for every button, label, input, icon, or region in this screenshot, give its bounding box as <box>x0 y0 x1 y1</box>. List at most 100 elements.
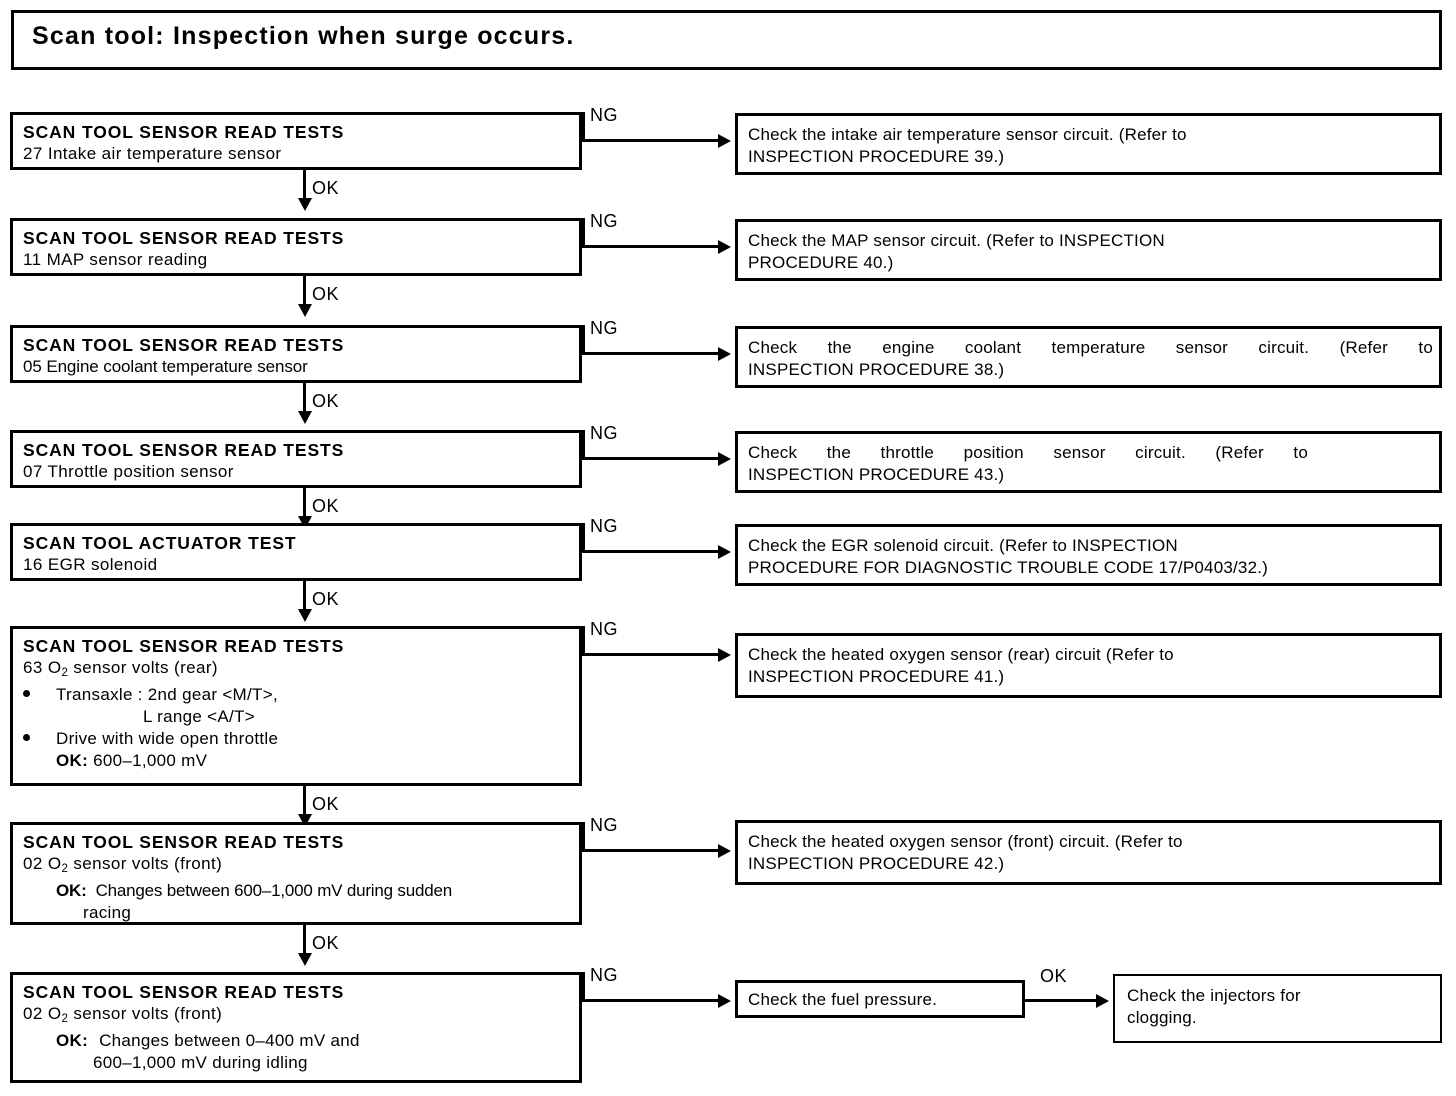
step-7-sub-subscript: 2 <box>61 863 69 875</box>
ng-label-7: NG <box>590 815 618 835</box>
ng-connector-line-5 <box>582 550 720 553</box>
step-6-sub-subscript: 2 <box>61 667 69 679</box>
step-6-sub-prefix: 63 O <box>23 658 62 677</box>
ok-label-5: OK <box>312 589 340 609</box>
ng-arrowhead-5 <box>718 545 731 559</box>
ng-connector-stub-1 <box>582 112 585 141</box>
step-6-bullet-2-text: Drive with wide open throttle <box>56 729 279 748</box>
result-3-line-1: Check the engine coolant temperature sen… <box>748 338 1433 357</box>
result-2-text: Check the MAP sensor circuit. (Refer to … <box>748 230 1433 274</box>
result-6-text: Check the heated oxygen sensor (rear) ci… <box>748 644 1433 688</box>
ng-connector-stub-2 <box>582 218 585 247</box>
ok-connector-4 <box>303 488 306 520</box>
ng-label-3: NG <box>590 318 618 338</box>
ng-label-1: NG <box>590 105 618 125</box>
result-box-4[interactable]: Check the throttle position sensor circu… <box>735 431 1442 493</box>
result-5-line-2: PROCEDURE FOR DIAGNOSTIC TROUBLE CODE 17… <box>748 558 1269 577</box>
ng-label-6: NG <box>590 619 618 639</box>
step-2-sub: 11 MAP sensor reading <box>23 250 208 269</box>
step-8-ok-row: OK: Changes between 0–400 mV and <box>23 1030 575 1052</box>
ng-connector-line-2 <box>582 245 720 248</box>
ng-label-5: NG <box>590 516 618 536</box>
step-8-ok-prefix: OK: <box>56 1031 89 1050</box>
ng-label-4: NG <box>590 423 618 443</box>
ng-connector-stub-3 <box>582 325 585 354</box>
result-1-text: Check the intake air temperature sensor … <box>748 124 1433 168</box>
step-box-2[interactable]: SCAN TOOL SENSOR READ TESTS 11 MAP senso… <box>10 218 582 276</box>
ok-arrowhead-3 <box>298 411 312 424</box>
ng-arrowhead-8 <box>718 994 731 1008</box>
ok-label-1: OK <box>312 178 340 198</box>
ok-arrowhead-1 <box>298 198 312 211</box>
step-box-8[interactable]: SCAN TOOL SENSOR READ TESTS 02 O2 sensor… <box>10 972 582 1083</box>
step-box-6[interactable]: SCAN TOOL SENSOR READ TESTS 63 O2 sensor… <box>10 626 582 786</box>
ng-connector-stub-6 <box>582 626 585 655</box>
result-5-text: Check the EGR solenoid circuit. (Refer t… <box>748 535 1433 579</box>
result-1-line-1: Check the intake air temperature sensor … <box>748 125 1187 144</box>
result-box-2[interactable]: Check the MAP sensor circuit. (Refer to … <box>735 219 1442 281</box>
step-box-3[interactable]: SCAN TOOL SENSOR READ TESTS 05 Engine co… <box>10 325 582 383</box>
ng-arrowhead-4 <box>718 452 731 466</box>
ng-arrowhead-2 <box>718 240 731 254</box>
ng-connector-stub-8 <box>582 972 585 1001</box>
fuel-pressure-box[interactable]: Check the fuel pressure. <box>735 980 1025 1018</box>
result-6-line-1: Check the heated oxygen sensor (rear) ci… <box>748 645 1174 664</box>
result-6-line-2: INSPECTION PROCEDURE 41.) <box>748 667 1005 686</box>
injectors-line-1: Check the injectors for <box>1127 986 1301 1005</box>
result-3-line-2: INSPECTION PROCEDURE 38.) <box>748 360 1005 379</box>
step-7-sub-suffix: sensor volts (front) <box>68 854 223 873</box>
bullet-dot-icon <box>23 690 30 697</box>
step-8-heading: SCAN TOOL SENSOR READ TESTS <box>23 982 345 1002</box>
title-box: Scan tool: Inspection when surge occurs. <box>11 10 1442 70</box>
result-box-7[interactable]: Check the heated oxygen sensor (front) c… <box>735 820 1442 885</box>
step-box-4[interactable]: SCAN TOOL SENSOR READ TESTS 07 Throttle … <box>10 430 582 488</box>
step-box-7[interactable]: SCAN TOOL SENSOR READ TESTS 02 O2 sensor… <box>10 822 582 925</box>
page-title: Scan tool: Inspection when surge occurs. <box>32 22 575 50</box>
ok-connector-5 <box>303 581 306 613</box>
step-5-sub: 16 EGR solenoid <box>23 555 158 574</box>
result-4-line-1: Check the throttle position sensor circu… <box>748 443 1308 462</box>
result-box-3[interactable]: Check the engine coolant temperature sen… <box>735 326 1442 388</box>
ok-label-terminal: OK <box>1040 966 1068 986</box>
step-box-5[interactable]: SCAN TOOL ACTUATOR TEST 16 EGR solenoid <box>10 523 582 581</box>
ng-connector-line-6 <box>582 653 720 656</box>
ng-connector-stub-5 <box>582 523 585 552</box>
step-7-ok-prefix: OK: <box>56 881 87 900</box>
ok-connector-7 <box>303 925 306 957</box>
step-box-1[interactable]: SCAN TOOL SENSOR READ TESTS 27 Intake ai… <box>10 112 582 170</box>
result-box-5[interactable]: Check the EGR solenoid circuit. (Refer t… <box>735 524 1442 586</box>
ok-label-2: OK <box>312 284 340 304</box>
ok-arrowhead-7 <box>298 953 312 966</box>
result-1-line-2: INSPECTION PROCEDURE 39.) <box>748 147 1005 166</box>
ng-connector-line-7 <box>582 849 720 852</box>
ok-connector-6 <box>303 786 306 818</box>
ng-label-2: NG <box>590 211 618 231</box>
step-7-sub: 02 O2 sensor volts (front) <box>23 853 575 880</box>
step-8-ok-line-1: Changes between 0–400 mV and <box>99 1031 360 1050</box>
ng-connector-stub-7 <box>582 822 585 851</box>
step-1-sub: 27 Intake air temperature sensor <box>23 144 282 163</box>
result-box-1[interactable]: Check the intake air temperature sensor … <box>735 113 1442 175</box>
fuel-pressure-text: Check the fuel pressure. <box>748 990 938 1009</box>
ok-arrowhead-5 <box>298 609 312 622</box>
ng-arrowhead-1 <box>718 134 731 148</box>
step-6-heading: SCAN TOOL SENSOR READ TESTS <box>23 636 345 656</box>
step-8-sub-prefix: 02 O <box>23 1004 62 1023</box>
result-7-line-2: INSPECTION PROCEDURE 42.) <box>748 854 1005 873</box>
step-6-bullet-1-text: Transaxle : 2nd gear <M/T>, <box>56 685 278 704</box>
ok-connector-1 <box>303 170 306 202</box>
ng-connector-line-1 <box>582 139 720 142</box>
ng-connector-line-3 <box>582 352 720 355</box>
step-7-ok-line-1: Changes between 600–1,000 mV during sudd… <box>95 881 453 900</box>
step-7-heading: SCAN TOOL SENSOR READ TESTS <box>23 832 345 852</box>
step-3-sub: 05 Engine coolant temperature sensor <box>23 357 308 376</box>
bullet-dot-icon <box>23 734 30 741</box>
injectors-box[interactable]: Check the injectors for clogging. <box>1113 974 1442 1043</box>
step-7-sub-prefix: 02 O <box>23 854 62 873</box>
result-box-6[interactable]: Check the heated oxygen sensor (rear) ci… <box>735 633 1442 698</box>
ok-connector-terminal <box>1025 999 1097 1002</box>
ng-arrowhead-3 <box>718 347 731 361</box>
step-6-ok-row: OK: 600–1,000 mV <box>23 750 575 772</box>
ok-arrowhead-terminal <box>1096 994 1109 1008</box>
